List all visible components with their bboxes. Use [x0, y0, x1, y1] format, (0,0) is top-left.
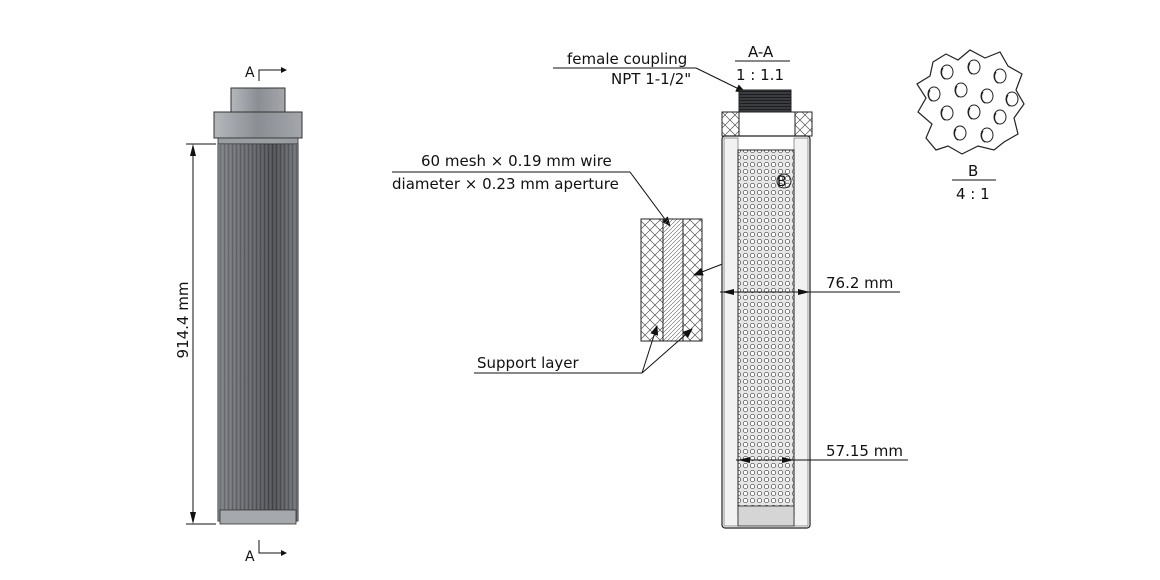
overall-length-label: 914.4 mm [174, 282, 192, 359]
bottom-end-cap [219, 509, 297, 525]
mesh-layer [662, 218, 684, 342]
section-marker-top-letter: A [245, 65, 255, 81]
threaded-coupling [738, 89, 792, 113]
inner-support-layer [682, 218, 703, 342]
outer-diameter-label: 76.2 mm [826, 274, 893, 292]
detail-holes [927, 59, 1019, 143]
cap-section-right [794, 111, 813, 137]
outer-support-layer [640, 218, 664, 342]
section-marker-bottom-line [258, 540, 281, 554]
coupling-line1: female coupling [567, 50, 687, 68]
coupling-leader [695, 67, 746, 93]
bottom-seal [737, 505, 795, 527]
support-leader-2 [641, 328, 693, 374]
mesh-note-line2: diameter × 0.23 mm aperture [392, 175, 619, 193]
cap-section-left [721, 111, 740, 137]
section-view: A-A 1 : 1.1 female coupling NPT 1-1/2" B… [553, 43, 908, 529]
support-leader-1 [641, 325, 659, 374]
section-marker-top-line [258, 69, 281, 81]
support-layer-label: Support layer [477, 354, 580, 372]
detail-b-letter: B [777, 174, 787, 190]
top-end-cap [213, 111, 303, 139]
detail-view-scale: 4 : 1 [956, 185, 990, 203]
section-marker-top-arrow [281, 67, 287, 73]
coupling-line2: NPT 1-1/2" [611, 70, 691, 88]
section-marker-bottom-arrow [281, 550, 287, 556]
top-nipple [230, 87, 286, 113]
inner-diameter-label: 57.15 mm [826, 442, 903, 460]
cap-collar [217, 137, 299, 145]
detail-view-title: B [968, 162, 978, 180]
detail-b-circle [776, 173, 792, 189]
section-view-scale: 1 : 1.1 [736, 66, 784, 84]
exterior-view: A 914.4 mm A [174, 65, 303, 565]
section-view-title: A-A [748, 43, 774, 61]
mesh-leader [629, 171, 671, 227]
layer-detail: 60 mesh × 0.19 mm wire diameter × 0.23 m… [392, 152, 739, 374]
mesh-note-line1: 60 mesh × 0.19 mm wire [421, 152, 612, 170]
section-marker-bottom-letter: A [245, 549, 255, 565]
detail-view: B 4 : 1 [916, 49, 1025, 203]
